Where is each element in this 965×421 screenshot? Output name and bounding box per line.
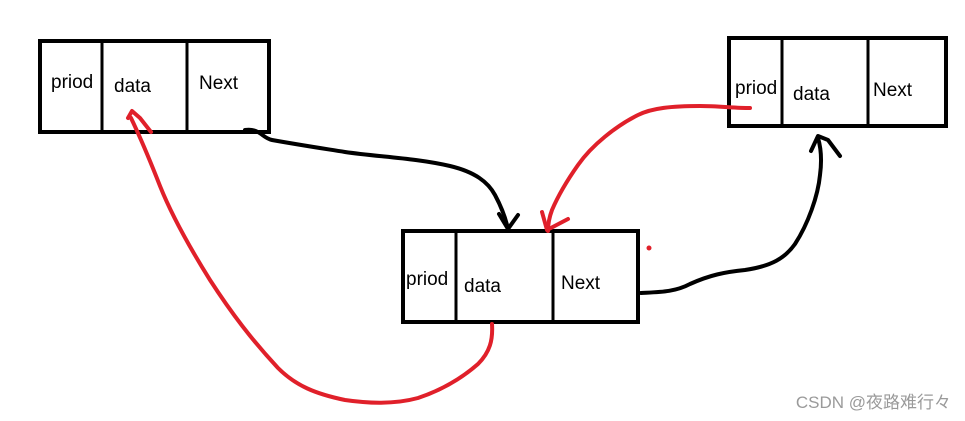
node-3-data-label: data [793, 84, 830, 105]
node-3-next-label: Next [873, 80, 913, 101]
prior-pointer-2-to-1 [129, 116, 495, 405]
node-1-data-label: data [114, 76, 151, 97]
node-2-prior-label: priod [406, 269, 448, 290]
prior-pointer-3-to-2-arrowhead [540, 210, 570, 232]
node-1: priod data Next [38, 39, 271, 134]
watermark: CSDN @夜路难行々 [795, 393, 951, 412]
prior-pointer-3-to-2 [546, 104, 752, 233]
red-dot-mark [646, 245, 652, 251]
prior-pointer-2-to-1-arrowhead [126, 109, 153, 134]
node-2-box [401, 229, 640, 324]
next-pointer-2-to-3 [639, 136, 824, 295]
node-2-next-label: Next [561, 273, 601, 294]
next-pointer-1-to-2 [243, 127, 510, 231]
node-3: priod data Next [727, 36, 948, 128]
next-pointer-2-to-3-arrowhead [809, 134, 842, 158]
node-3-prior-label: priod [735, 78, 777, 99]
node-3-box [727, 36, 948, 128]
next-pointer-1-to-2-arrowhead [497, 212, 520, 231]
node-1-box [38, 39, 271, 134]
node-2-data-label: data [464, 276, 501, 297]
node-1-next-label: Next [199, 73, 239, 94]
node-1-prior-label: priod [51, 72, 93, 93]
node-2: priod data Next [401, 229, 640, 324]
